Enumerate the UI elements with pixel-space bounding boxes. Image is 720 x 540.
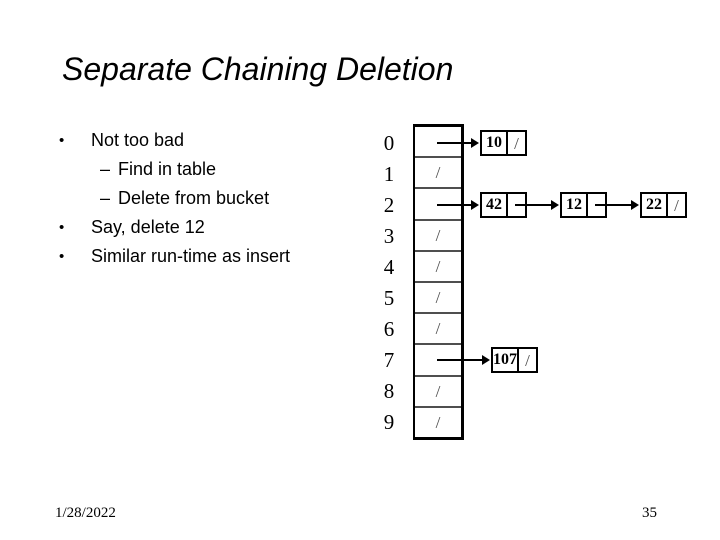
null-slash: / [435, 225, 441, 245]
chain-node: 10 / [480, 130, 527, 156]
null-slash: / [525, 350, 530, 370]
bucket-cell [415, 345, 461, 377]
slide-title: Separate Chaining Deletion [62, 51, 454, 87]
bullet-item: –Delete from bucket [55, 184, 385, 213]
null-slash: / [674, 195, 679, 215]
bucket-cell: / [415, 314, 461, 346]
bullet-text: Similar run-time as insert [91, 246, 291, 266]
bullet-text: Not too bad [91, 130, 185, 150]
bucket-cell: / [415, 221, 461, 252]
dash-marker: – [100, 159, 111, 179]
bucket-cell: / [415, 158, 461, 190]
null-slash: / [435, 381, 441, 401]
bullet-marker: • [59, 248, 65, 265]
null-slash: / [435, 163, 441, 183]
bullet-item: • Say, delete 12 [55, 213, 385, 242]
arrow-head-icon [471, 138, 479, 148]
null-slash: / [435, 288, 441, 308]
bucket-cell: / [415, 408, 461, 437]
bucket-index-label: 7 [383, 348, 395, 372]
bullet-text: Delete from bucket [118, 188, 270, 208]
bucket-index-label: 2 [383, 193, 395, 217]
node-pointer-cell: / [506, 130, 527, 156]
bullet-text: Find in table [118, 159, 217, 179]
pointer-arrow-line [437, 142, 473, 144]
bullet-marker: • [59, 132, 65, 149]
bucket-cell: / [415, 377, 461, 408]
node-pointer-cell: / [517, 347, 538, 373]
bucket-cell [415, 189, 461, 221]
pointer-arrow-line [515, 204, 553, 206]
arrow-head-icon [482, 355, 490, 365]
bucket-index-label: 1 [383, 162, 395, 186]
null-slash: / [435, 256, 441, 276]
arrow-head-icon [471, 200, 479, 210]
arrow-head-icon [551, 200, 559, 210]
node-pointer-cell: / [666, 192, 687, 218]
null-slash: / [514, 133, 519, 153]
bucket-cell: / [415, 283, 461, 315]
bullet-marker: • [59, 219, 65, 236]
footer-date: 1/28/2022 [55, 505, 116, 521]
bullet-item: –Find in table [55, 155, 385, 184]
bucket-index-label: 8 [383, 379, 395, 403]
bucket-index-label: 9 [383, 410, 395, 434]
pointer-arrow-line [437, 204, 473, 206]
dash-marker: – [100, 188, 111, 208]
bullet-list: •Not too bad–Find in table–Delete from b… [55, 126, 385, 271]
hash-table-array: / / / / / / / [413, 124, 464, 440]
bullet-item: • Similar run-time as insert [55, 242, 385, 271]
pointer-arrow-line [437, 359, 484, 361]
node-value: 107 [491, 347, 519, 373]
bucket-cell [415, 127, 461, 159]
chain-node: 107 / [491, 347, 538, 373]
pointer-arrow-line [595, 204, 633, 206]
node-value: 12 [560, 192, 588, 218]
node-value: 10 [480, 130, 508, 156]
bullet-item: • Not too bad [55, 126, 385, 155]
arrow-head-icon [631, 200, 639, 210]
node-value: 22 [640, 192, 668, 218]
chain-node: 22 / [640, 192, 687, 218]
null-slash: / [435, 412, 441, 432]
footer-page-number: 35 [642, 505, 657, 521]
bucket-index-label: 6 [383, 317, 395, 341]
bucket-cell: / [415, 252, 461, 284]
bucket-index-label: 3 [383, 224, 395, 248]
node-value: 42 [480, 192, 508, 218]
null-slash: / [435, 319, 441, 339]
bucket-index-label: 5 [383, 286, 395, 310]
bullet-text: Say, delete 12 [91, 217, 205, 237]
bucket-index-label: 0 [383, 131, 395, 155]
bucket-index-label: 4 [383, 255, 395, 279]
